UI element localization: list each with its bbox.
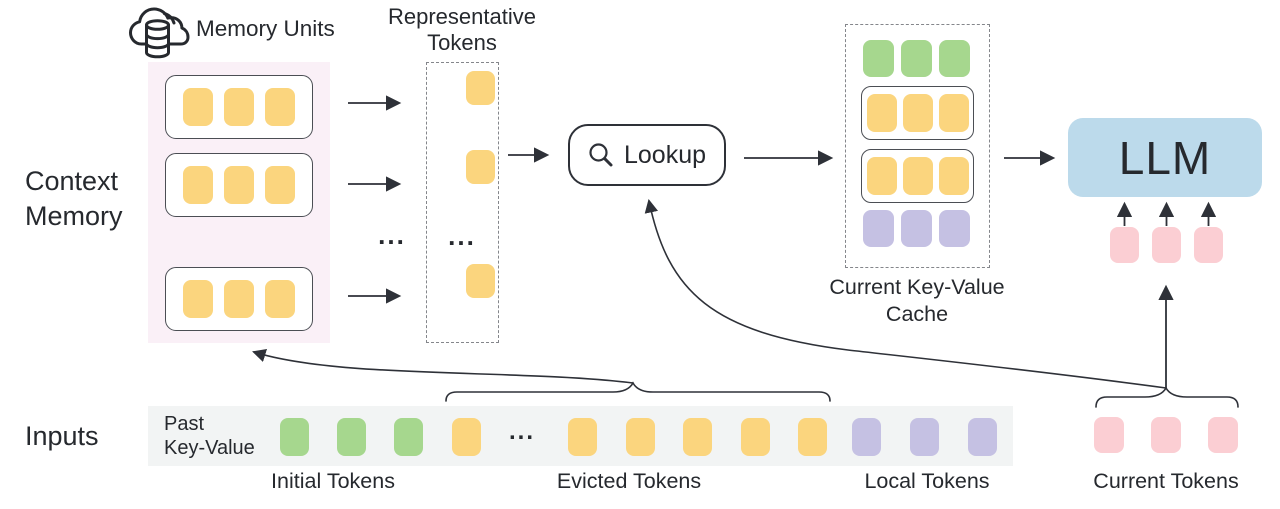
token-pink [1151,417,1181,453]
context-memory-label: Context Memory [25,166,123,231]
lookup-node: Lookup [568,124,726,186]
cache-local-row [846,210,987,247]
token-purple [968,418,997,456]
memory-unit [165,267,313,331]
inputs-label: Inputs [25,421,99,451]
token-green [394,418,423,456]
token-yellow [798,418,827,456]
memory-units-cloud-database-icon [129,7,190,59]
token-purple [863,210,894,247]
token-purple [901,210,932,247]
token-purple [939,210,970,247]
token-yellow [183,166,213,204]
token-pink [1152,227,1181,263]
llm-label: LLM [1118,131,1212,184]
memory-unit [165,153,313,217]
token-yellow [466,150,495,184]
arrow-evicted-to-memory [252,348,634,384]
representative-tokens-label: Representative Tokens [388,4,536,55]
token-yellow [866,157,897,195]
token-yellow [902,94,933,132]
cache-initial-row [846,40,987,77]
token-yellow [265,280,295,318]
llm-input-token-row [1110,227,1223,263]
cache-memory-unit [861,149,974,203]
token-pink [1110,227,1139,263]
representative-ellipsis: ... [448,221,476,251]
token-yellow [452,418,481,456]
representative-tokens-box: ... [426,62,499,343]
token-pink [1094,417,1124,453]
token-purple [852,418,881,456]
llm-node: LLM [1068,118,1262,197]
current-kv-cache-box [845,24,990,268]
token-yellow [183,280,213,318]
token-pink [1208,417,1238,453]
token-yellow [683,418,712,456]
context-memory-panel: ... [148,62,330,343]
token-yellow [183,88,213,126]
token-yellow [224,166,254,204]
evicted-tokens-label: Evicted Tokens [556,469,702,493]
token-yellow [938,94,969,132]
token-yellow [466,264,495,298]
current-tokens-brace [1095,386,1239,408]
token-pink [1194,227,1223,263]
between-ellipsis: ... [378,220,406,250]
search-icon [589,142,613,166]
token-green [280,418,309,456]
token-yellow [866,94,897,132]
cache-memory-unit [861,86,974,140]
token-green [939,40,970,77]
token-green [863,40,894,77]
lookup-label: Lookup [623,140,707,169]
token-yellow [568,418,597,456]
token-yellow [224,88,254,126]
memory-units-label: Memory Units [196,16,335,41]
evicted-tokens-brace [445,381,831,402]
token-green [901,40,932,77]
token-yellow [224,280,254,318]
local-token-group [852,418,997,456]
current-tokens-label: Current Tokens [1093,469,1239,493]
token-purple [910,418,939,456]
token-yellow [466,71,495,105]
token-yellow [625,418,655,456]
token-yellow [740,418,770,456]
token-yellow [265,88,295,126]
evicted-token-group [568,418,827,456]
past-key-value-label: Past Key-Value [164,413,255,459]
local-tokens-label: Local Tokens [864,469,990,493]
initial-tokens-label: Initial Tokens [271,469,395,493]
current-kv-cache-label: Current Key-Value Cache [829,275,1005,326]
input-bar-ellipsis: ... [508,418,535,445]
pre-ellipsis-token [452,418,481,456]
current-token-row [1094,417,1238,453]
memory-unit [165,75,313,139]
token-yellow [938,157,969,195]
token-yellow [902,157,933,195]
initial-token-group [280,418,423,456]
token-green [337,418,366,456]
token-yellow [265,166,295,204]
